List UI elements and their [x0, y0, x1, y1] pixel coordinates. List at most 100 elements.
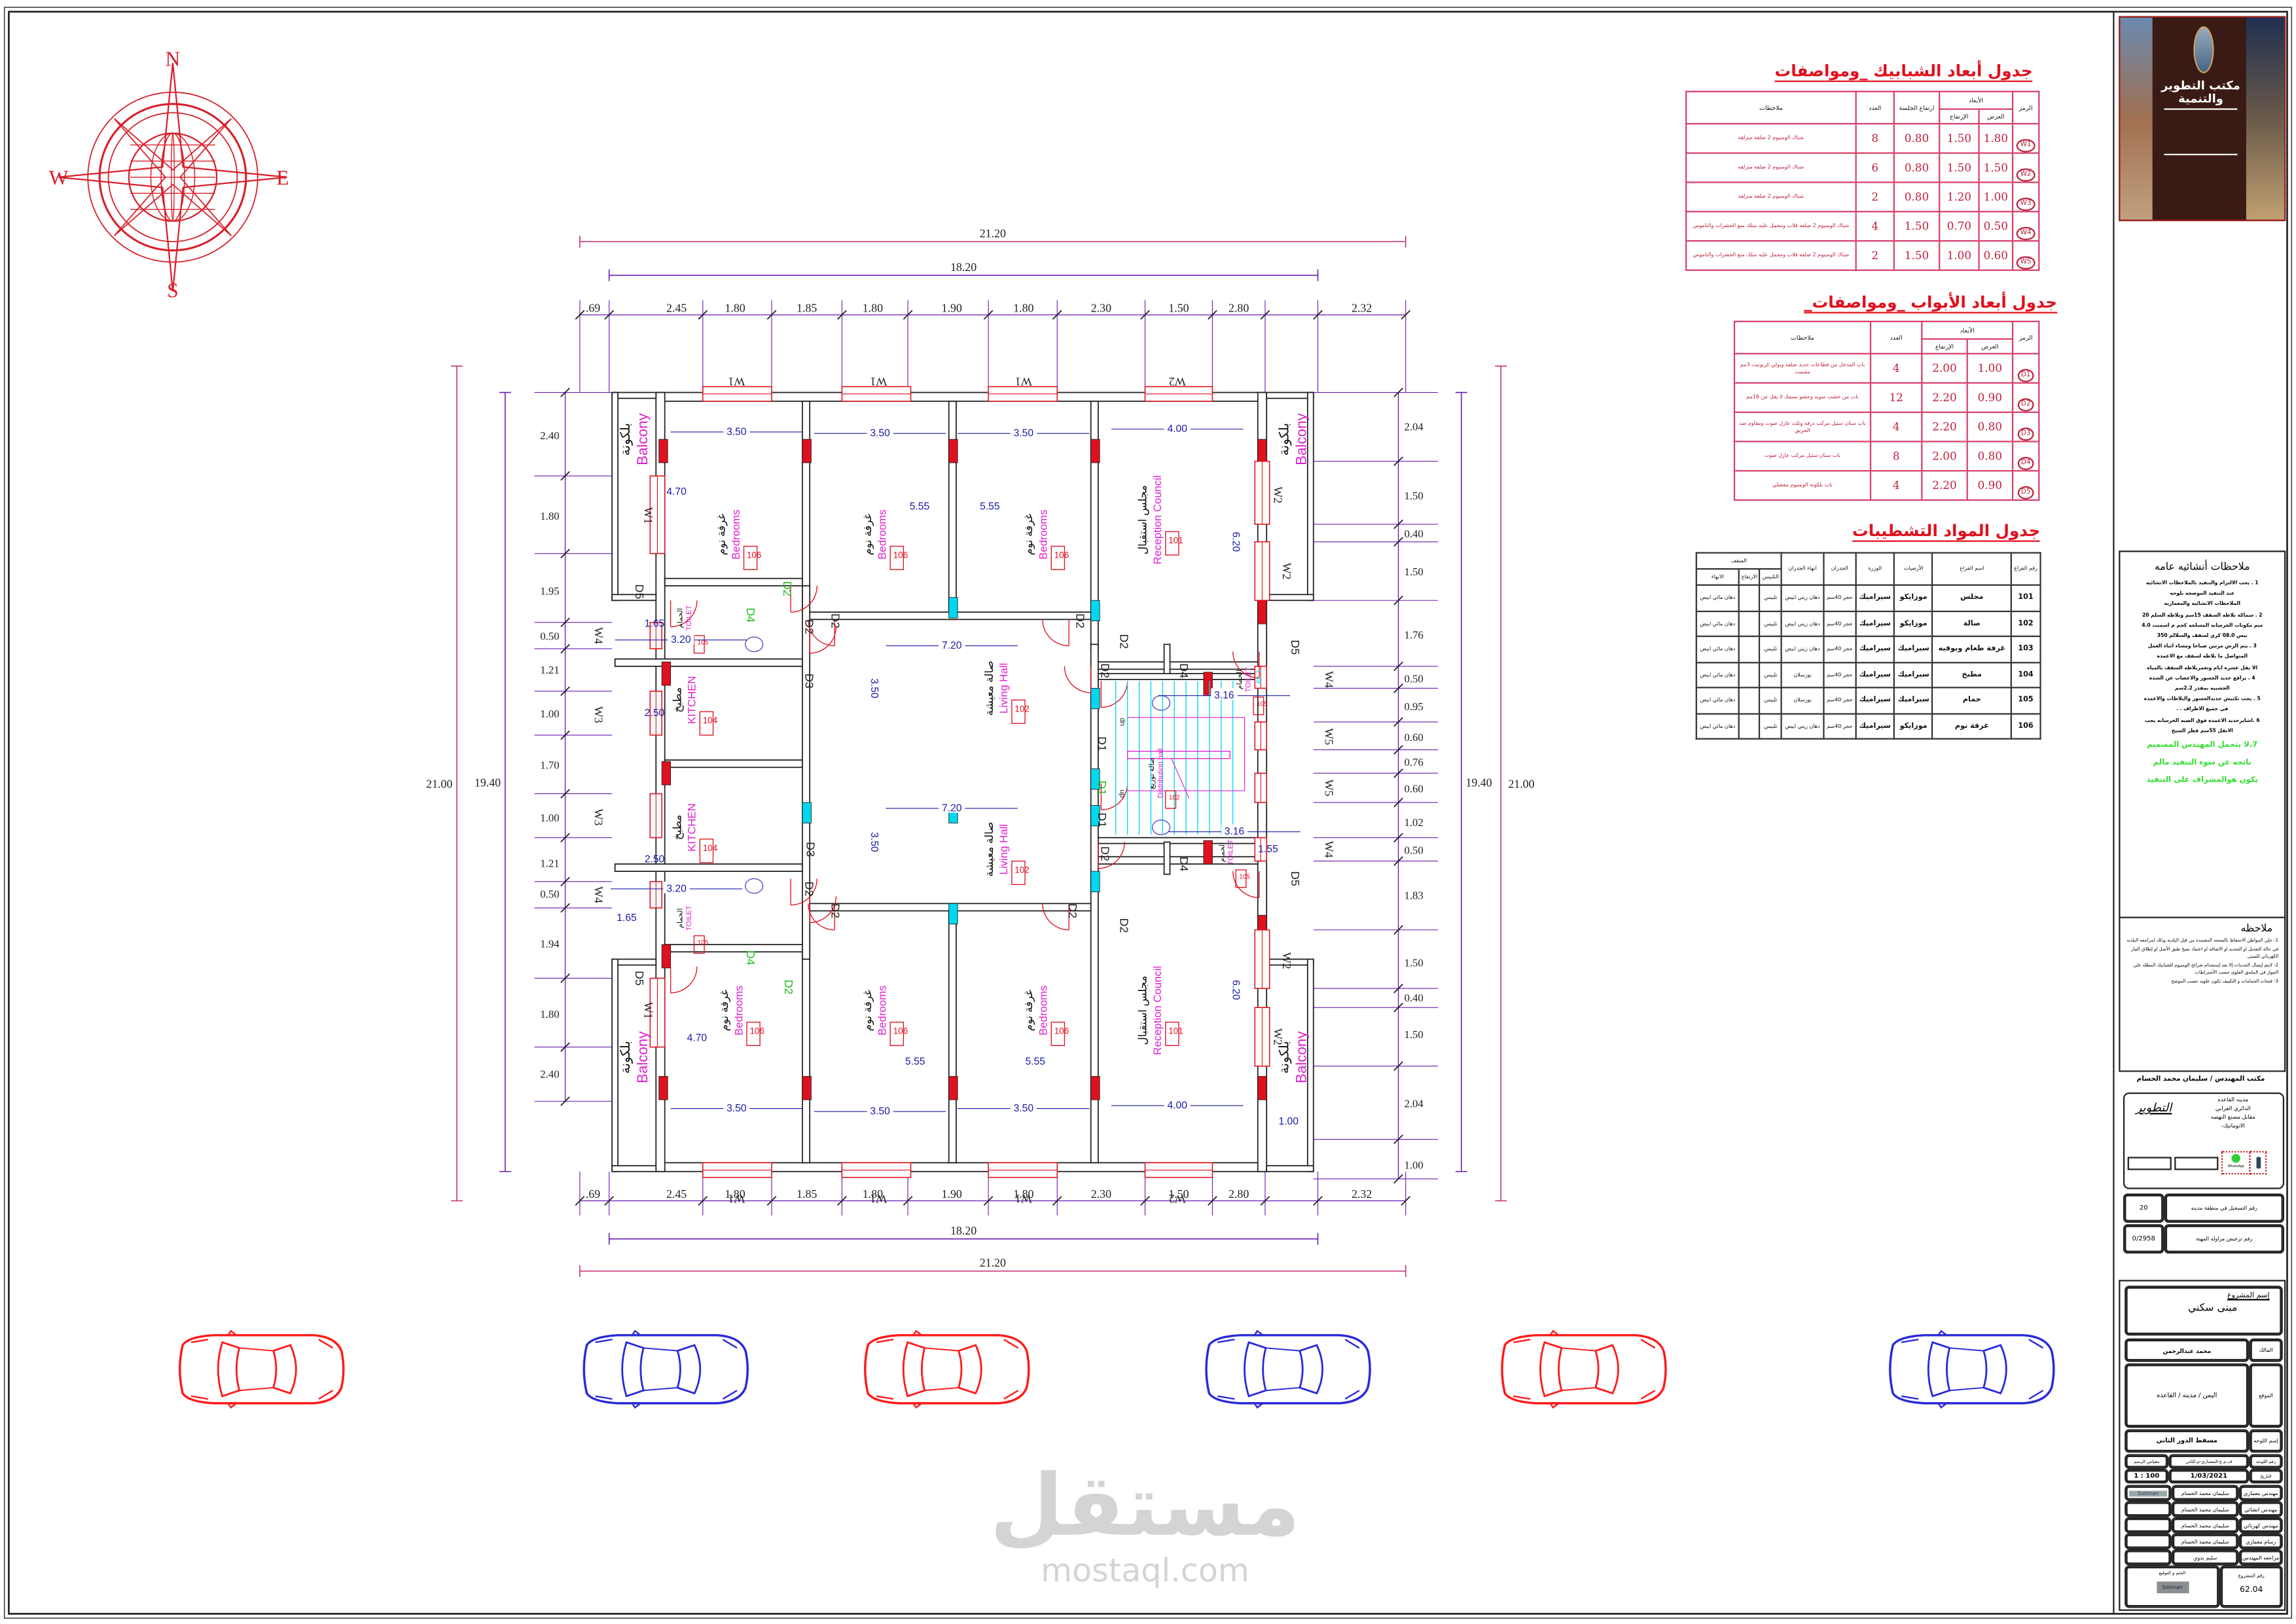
header-sill: ارتفاع الجلسة — [1893, 90, 1941, 125]
dimension-label: 1.76 — [1404, 628, 1423, 641]
location-value: اليمن / مدينه / القاعده — [2125, 1363, 2250, 1428]
room-name-arabic: مجلس استقبال — [1137, 485, 1150, 554]
window-tag: W5 — [1323, 780, 1336, 797]
count-cell: 4 — [1869, 470, 1923, 501]
window-tag: W3 — [592, 706, 605, 723]
door-tag: D2 — [829, 613, 842, 628]
door-tag: D4 — [1177, 663, 1191, 678]
wall-finish-cell: دهان زيتي ابيض — [1780, 584, 1825, 611]
wall — [802, 585, 811, 960]
floors-cell: سيراميك — [1893, 687, 1934, 714]
height-cell: 2.20 — [1921, 411, 1968, 442]
sill-cell: 0.80 — [1893, 152, 1941, 183]
dimension-label: 1.85 — [797, 302, 817, 315]
room-number-box — [743, 545, 758, 570]
door-swing — [1064, 666, 1092, 693]
room-number-box — [693, 635, 705, 654]
walls-cell: حجر 40سم — [1823, 609, 1857, 638]
dimension-tick — [1393, 856, 1403, 866]
dimension-label: 1.80 — [1013, 302, 1033, 315]
dimension-tick — [1401, 1196, 1411, 1206]
door-tag: D2 — [802, 619, 816, 634]
room-name-arabic: غرفة نوم — [861, 514, 874, 556]
count-cell: 4 — [1855, 211, 1895, 242]
sheet-name: مسقط الدور الثاني — [2125, 1429, 2250, 1453]
header-ceiling: السقف — [1695, 552, 1782, 570]
space-no-cell: 103 — [2010, 635, 2041, 663]
interior-dimension: 5.55 — [980, 501, 1000, 513]
window-tag: W5 — [1323, 728, 1336, 745]
date-label: التاريخ — [2249, 1468, 2283, 1484]
compass-ring — [107, 112, 238, 243]
wall — [614, 658, 803, 667]
wall — [1163, 841, 1171, 875]
dimension-label: 1.80 — [540, 1008, 559, 1020]
dimension-tick — [1393, 1002, 1403, 1013]
door-tag: D5 — [633, 971, 646, 986]
symbol-cell: D4 — [2011, 441, 2040, 472]
dimension-tick — [1393, 717, 1403, 727]
room-number: 101 — [1168, 535, 1183, 545]
interior-dimension: 3.50 — [869, 832, 880, 852]
dimension-tick — [1393, 768, 1403, 778]
door-swing — [1100, 783, 1128, 810]
header-space-name: اسم الفراغ — [1931, 552, 2012, 586]
room-name-english: Reception Council — [1151, 966, 1164, 1055]
room-name-english: Bedrooms — [1037, 985, 1050, 1035]
height-cell: 1.50 — [1939, 122, 1980, 154]
sheet-border — [8, 10, 2288, 1615]
window-tag: W2 — [1280, 563, 1293, 580]
door-tag: D2 — [1117, 918, 1130, 933]
dimension-tick — [903, 1196, 913, 1206]
dimension-tick — [604, 1196, 615, 1206]
dimension-label: 1.80 — [863, 1187, 883, 1200]
space-no-cell: 102 — [2010, 609, 2041, 638]
window-symbol: W1 — [2017, 139, 2036, 153]
dimension-tick — [903, 310, 913, 320]
notes-cell: باب بلكونة الومنيوم مفصلي — [1733, 470, 1872, 501]
door-swing — [1042, 903, 1069, 931]
notes-cell: باب المدخل من قطاعات حديد ضلفه وبولي كرب… — [1733, 353, 1872, 384]
room-number-box — [1165, 531, 1179, 556]
dimension-tick — [837, 310, 847, 320]
car-icon — [863, 1329, 1030, 1409]
project-number: 62.04 — [2240, 1585, 2263, 1595]
stair-direction-arrow — [1127, 717, 1246, 799]
project-number-box: رقم المشروع 62.04 — [2219, 1565, 2283, 1608]
window-tag: W2 — [1169, 1193, 1186, 1206]
scale-value: 1 : 100 — [2125, 1468, 2169, 1484]
skirting-cell: سيراميك — [1855, 661, 1895, 689]
column — [661, 661, 672, 686]
dimension-label-bg — [1010, 426, 1037, 438]
staff-name: سليمان محمد الحسام — [2171, 1485, 2239, 1502]
dimension-tick — [766, 1196, 777, 1206]
floors-cell: موزايكو — [1893, 584, 1934, 611]
dimension-label: 1.80 — [725, 302, 745, 315]
room-number: 106 — [893, 550, 908, 560]
structural-note-line: عند التنفيد الموضحه بلوحه — [2170, 590, 2235, 596]
ceiling-finish-cell: دهان مائي ابيض — [1695, 635, 1740, 663]
door-swing — [808, 619, 835, 647]
wall — [1163, 643, 1171, 675]
dimension-tick — [1208, 1196, 1217, 1206]
wall — [1266, 391, 1314, 399]
dimension-tick — [560, 549, 570, 559]
space-no-cell: 105 — [2010, 687, 2041, 714]
car-icon — [1889, 1329, 2055, 1409]
address-line: الدائري الغرابي — [2215, 1104, 2251, 1112]
door-tag: D4 — [1177, 857, 1191, 872]
space-no-cell: 106 — [2010, 712, 2041, 740]
height-cell: 1.00 — [1939, 240, 1980, 271]
room-name-arabic: الحمام — [1236, 670, 1244, 690]
floors-cell: موزايكو — [1893, 712, 1934, 740]
space-name-cell: مطبخ — [1931, 661, 2012, 689]
dimension-tick — [575, 310, 585, 320]
